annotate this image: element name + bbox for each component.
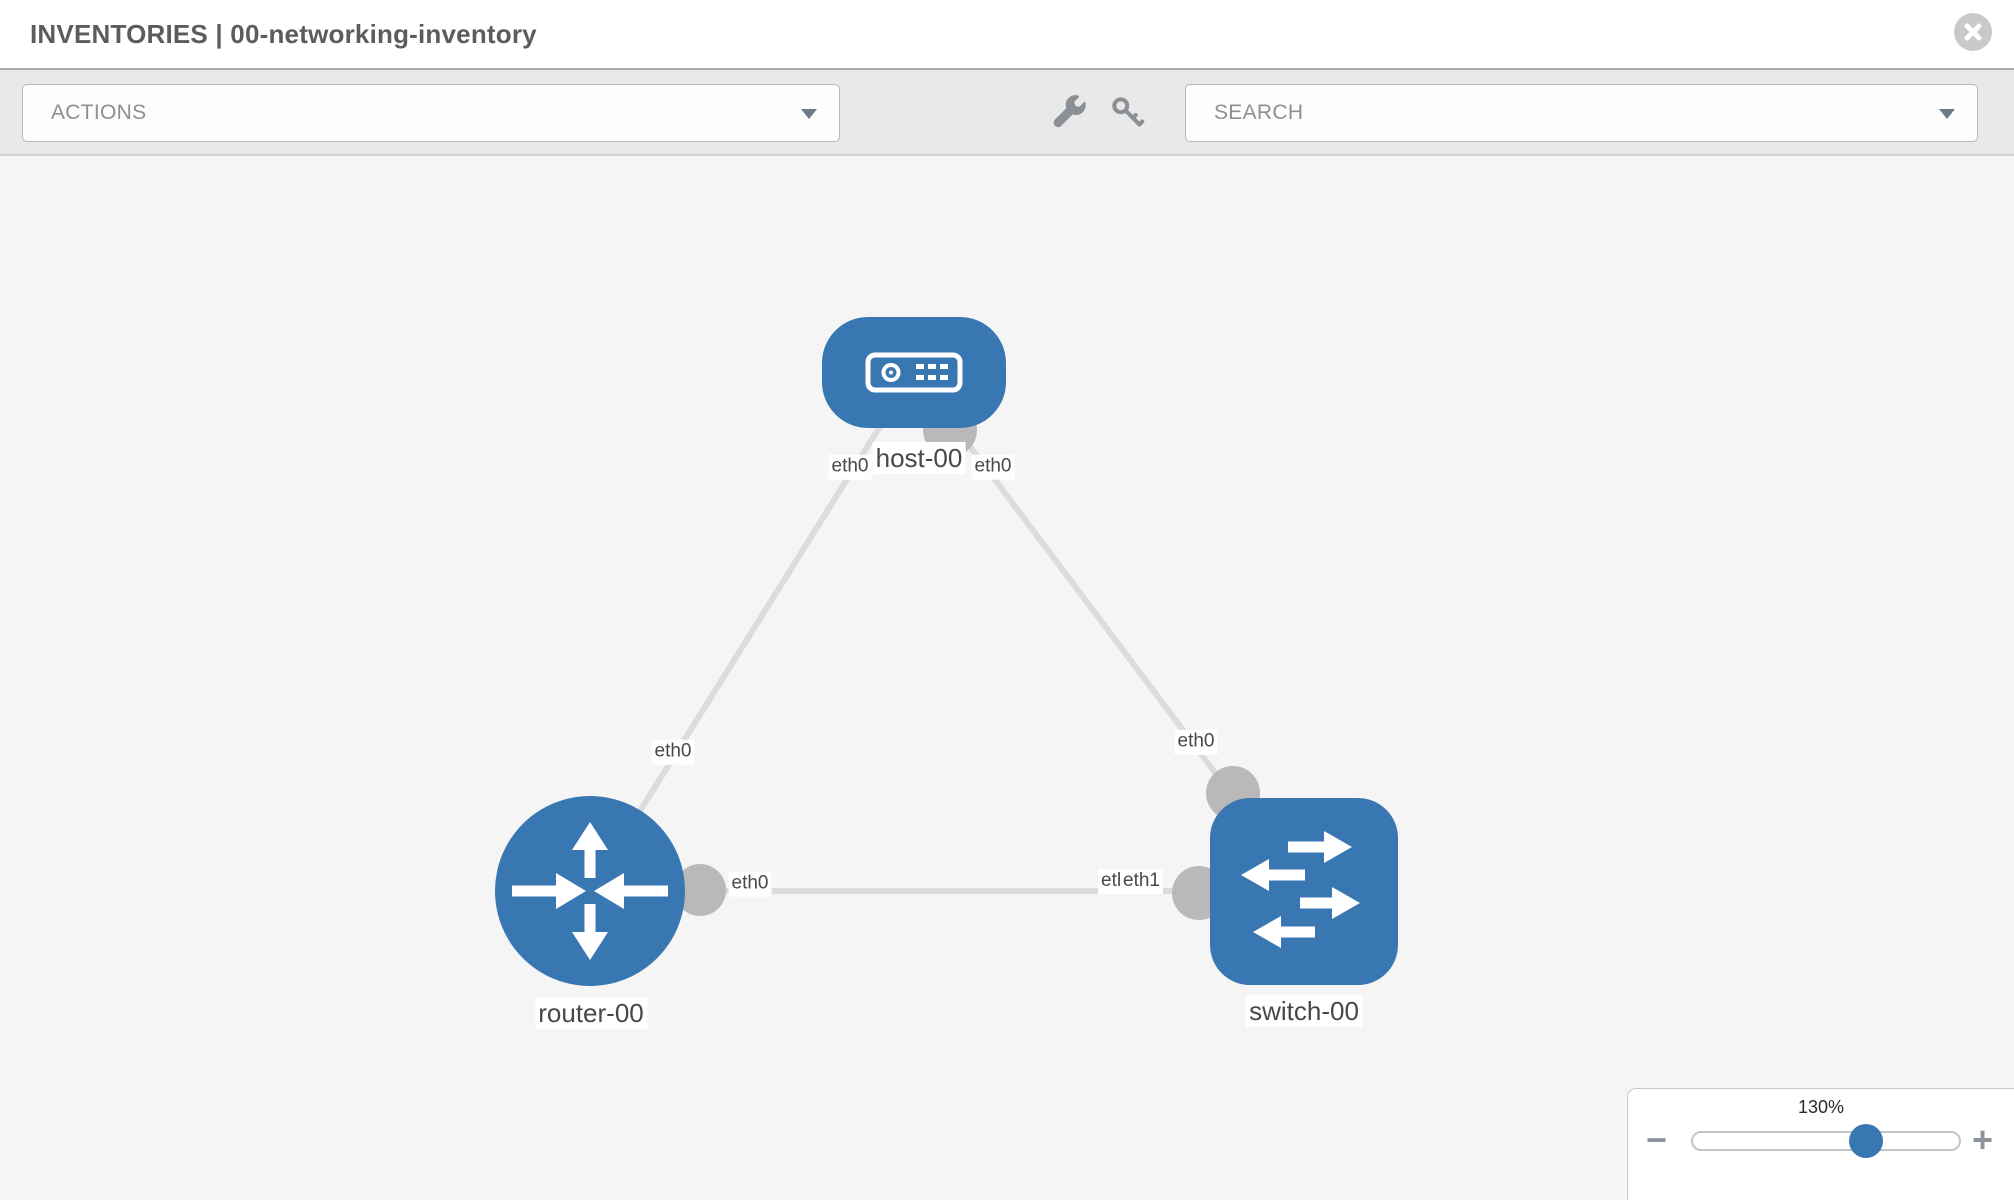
zoom-slider-track[interactable] xyxy=(1691,1124,1961,1158)
if-label-host-eth0-left: eth0 xyxy=(828,454,872,480)
zoom-slider-thumb[interactable] xyxy=(1849,1124,1883,1158)
zoom-out-button[interactable]: − xyxy=(1646,1119,1668,1160)
chevron-down-icon xyxy=(1939,109,1955,119)
actions-dropdown-value: ACTIONS xyxy=(51,101,147,124)
host-icon xyxy=(865,352,963,393)
interface-port-router-eth0[interactable] xyxy=(674,864,726,916)
key-icon[interactable] xyxy=(1110,95,1146,131)
topology-graph xyxy=(495,317,1398,986)
close-button[interactable] xyxy=(1954,13,1992,51)
page-title: INVENTORIES | 00-networking-inventory xyxy=(30,18,537,49)
if-label-router-eth0: eth0 xyxy=(728,871,772,897)
actions-dropdown[interactable]: ACTIONS xyxy=(22,84,840,142)
node-label-switch: switch-00 xyxy=(1246,994,1362,1028)
toolbar-icons xyxy=(1052,70,1146,156)
close-icon xyxy=(1964,23,1982,41)
chevron-down-icon xyxy=(801,109,817,119)
if-label-link-host-switch: eth0 xyxy=(1174,729,1218,755)
node-host-00[interactable] xyxy=(822,317,1006,428)
search-placeholder: SEARCH xyxy=(1214,101,1304,124)
switch-icon xyxy=(1241,831,1360,948)
page-header: INVENTORIES | 00-networking-inventory xyxy=(0,0,2014,70)
zoom-slider-row: − + xyxy=(1628,1118,2014,1178)
node-label-host: host-00 xyxy=(872,441,966,475)
search-dropdown[interactable]: SEARCH xyxy=(1185,84,1978,142)
node-label-router: router-00 xyxy=(535,996,647,1030)
router-icon xyxy=(512,822,668,960)
if-label-link-host-router: eth0 xyxy=(651,739,695,765)
zoom-in-button[interactable]: + xyxy=(1972,1119,1994,1160)
zoom-panel: 130% − + xyxy=(1627,1088,2014,1200)
zoom-level-value: 130% xyxy=(1797,1097,1845,1117)
toolbar: ACTIONS SEARCH xyxy=(0,70,2014,156)
node-router-00[interactable] xyxy=(495,796,685,986)
if-label-host-eth0-right: eth0 xyxy=(971,454,1015,480)
node-switch-00[interactable] xyxy=(1210,798,1398,985)
wrench-icon[interactable] xyxy=(1052,95,1088,131)
topology-canvas[interactable]: host-00 router-00 switch-00 eth0 eth0 et… xyxy=(0,156,2014,1200)
if-label-switch-eth1: eth1 xyxy=(1120,869,1163,894)
